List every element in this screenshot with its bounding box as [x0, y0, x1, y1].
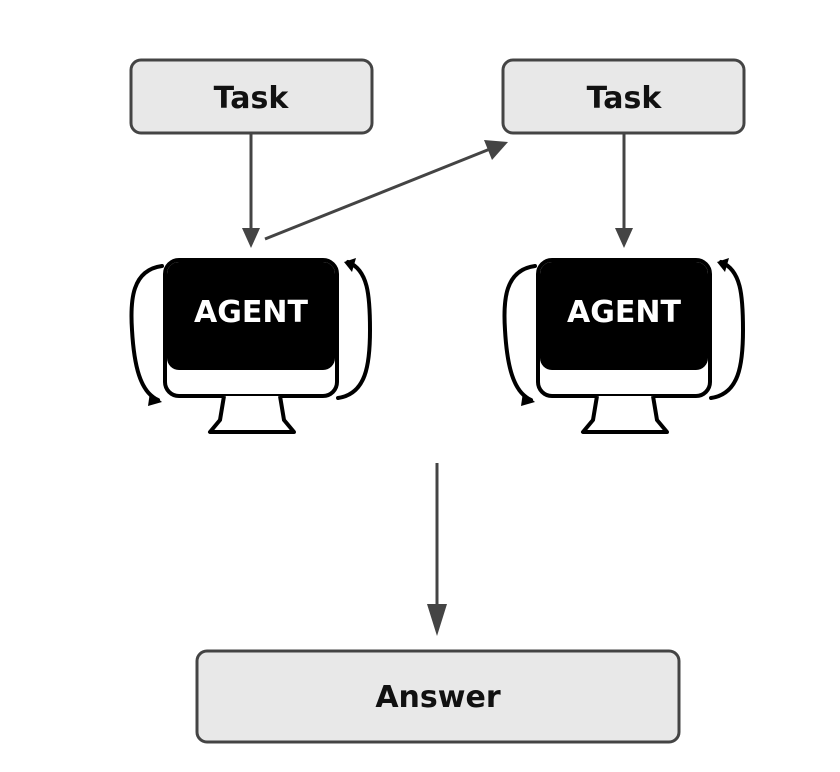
task-box-left: Task — [129, 58, 374, 135]
arrow-agent-left-to-task-right — [264, 140, 508, 241]
task-box-right: Task — [501, 58, 746, 135]
answer-label: Answer — [375, 680, 500, 715]
arrow-task-to-agent-left — [242, 134, 260, 248]
agent-label-right: AGENT — [567, 295, 681, 330]
answer-box: Answer — [195, 649, 681, 744]
computer-monitor-icon — [163, 258, 339, 434]
computer-monitor-icon — [536, 258, 712, 434]
task-label-right: Task — [587, 81, 663, 116]
task-label-left: Task — [214, 81, 290, 116]
circular-arrow-icon — [502, 258, 746, 406]
arrow-task-to-agent-right — [615, 134, 633, 248]
agent-left: AGENT — [129, 258, 373, 434]
arrow-agents-to-answer — [427, 463, 447, 636]
agent-right: AGENT — [502, 258, 746, 434]
circular-arrow-icon — [129, 258, 373, 406]
agent-label-left: AGENT — [194, 295, 308, 330]
